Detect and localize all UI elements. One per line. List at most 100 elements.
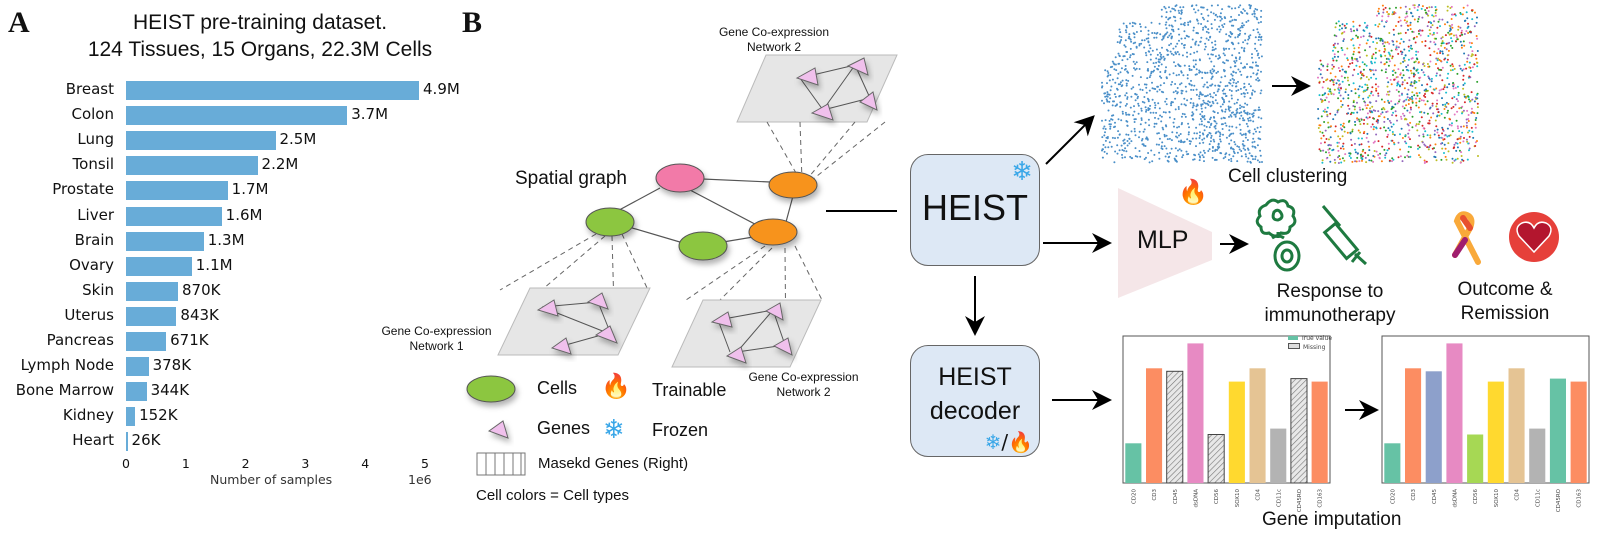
- scatter-point: [1237, 68, 1240, 71]
- legend-masked-icon: [476, 452, 526, 476]
- scatter-point: [1460, 44, 1463, 47]
- scatter-point: [1440, 142, 1443, 145]
- scatter-point: [1129, 22, 1131, 25]
- scatter-point: [1343, 38, 1345, 41]
- scatter-point: [1143, 39, 1146, 42]
- scatter-point: [1131, 21, 1134, 24]
- scatter-point: [1172, 72, 1175, 75]
- scatter-point: [1130, 40, 1133, 43]
- scatter-point: [1130, 130, 1133, 133]
- scatter-point: [1218, 84, 1221, 87]
- scatter-point: [1183, 64, 1186, 67]
- scatter-point: [1170, 104, 1173, 107]
- network-top-label: Gene Co-expression Network 2: [704, 25, 844, 55]
- scatter-point: [1229, 79, 1232, 82]
- heist-to-clustering-arrow: [1045, 115, 1095, 165]
- scatter-point: [1209, 95, 1212, 98]
- scatter-point: [1446, 77, 1449, 80]
- scatter-point: [1357, 137, 1360, 140]
- scatter-point: [1336, 111, 1339, 114]
- scatter-point: [1400, 117, 1403, 120]
- scatter-point: [1180, 92, 1183, 95]
- scatter-point: [1243, 92, 1246, 95]
- scatter-point: [1441, 126, 1444, 129]
- scatter-point: [1432, 31, 1435, 34]
- scatter-point: [1256, 144, 1259, 147]
- scatter-point: [1422, 133, 1425, 136]
- scatter-point: [1111, 136, 1114, 139]
- scatter-point: [1467, 114, 1470, 116]
- scatter-point: [1213, 140, 1216, 143]
- scatter-point: [1194, 43, 1197, 46]
- scatter-point: [1468, 135, 1471, 138]
- scatter-point: [1391, 157, 1394, 160]
- scatter-point: [1225, 59, 1228, 62]
- scatter-point: [1241, 12, 1244, 15]
- scatter-point: [1332, 59, 1335, 62]
- scatter-point: [1138, 43, 1141, 45]
- scatter-point: [1138, 44, 1141, 47]
- scatter-point: [1439, 60, 1442, 62]
- scatter-point: [1135, 46, 1138, 49]
- scatter-point: [1393, 134, 1396, 136]
- scatter-point: [1382, 11, 1385, 14]
- scatter-point: [1413, 73, 1415, 76]
- scatter-point: [1431, 147, 1434, 150]
- scatter-point: [1209, 71, 1212, 74]
- scatter-point: [1341, 125, 1344, 127]
- scatter-point: [1329, 88, 1332, 91]
- gene-tick-label: CD11c: [1276, 489, 1282, 507]
- scatter-point: [1210, 23, 1213, 26]
- scatter-point: [1206, 94, 1209, 97]
- scatter-point: [1397, 46, 1400, 49]
- scatter-point: [1433, 155, 1436, 158]
- scatter-point: [1412, 4, 1415, 7]
- scatter-point: [1428, 6, 1431, 9]
- scatter-point: [1447, 109, 1449, 112]
- scatter-point: [1451, 157, 1454, 160]
- scatter-point: [1350, 144, 1353, 147]
- scatter-point: [1205, 37, 1208, 40]
- scatter-point: [1425, 11, 1428, 14]
- scatter-point: [1210, 77, 1213, 80]
- scatter-point: [1246, 103, 1249, 106]
- bar-value-label: 1.3M: [207, 230, 245, 249]
- scatter-point: [1338, 69, 1341, 72]
- scatter-point: [1211, 46, 1214, 49]
- scatter-point: [1419, 76, 1422, 79]
- cell-node-orange: [768, 171, 818, 199]
- scatter-point: [1456, 85, 1459, 88]
- scatter-point: [1416, 20, 1419, 23]
- bar-value-label: 1.6M: [225, 205, 263, 224]
- scatter-point: [1418, 134, 1421, 137]
- scatter-point: [1409, 47, 1412, 50]
- scatter-point: [1139, 76, 1142, 79]
- scatter-point: [1124, 111, 1127, 114]
- bar: [126, 332, 167, 351]
- scatter-point: [1398, 16, 1401, 19]
- scatter-point: [1252, 120, 1255, 123]
- scatter-point: [1251, 145, 1254, 148]
- scatter-point: [1104, 119, 1107, 122]
- scatter-point: [1207, 39, 1210, 41]
- scatter-point: [1201, 138, 1204, 141]
- scatter-point: [1251, 56, 1253, 59]
- scatter-point: [1325, 96, 1328, 99]
- scatter-point: [1171, 81, 1174, 83]
- scatter-point: [1159, 33, 1162, 36]
- scatter-point: [1392, 133, 1394, 136]
- scatter-point: [1412, 75, 1415, 78]
- scatter-point: [1393, 78, 1396, 81]
- scatter-point: [1435, 125, 1438, 128]
- scatter-point: [1359, 77, 1362, 80]
- scatter-point: [1456, 142, 1459, 145]
- scatter-point: [1385, 93, 1388, 96]
- scatter-point: [1375, 127, 1378, 130]
- gene-node: [586, 292, 609, 310]
- scatter-point: [1344, 88, 1347, 91]
- scatter-point: [1230, 15, 1233, 18]
- scatter-point: [1204, 106, 1207, 109]
- scatter-point: [1417, 18, 1420, 20]
- scatter-point: [1120, 39, 1123, 41]
- scatter-point: [1443, 84, 1446, 87]
